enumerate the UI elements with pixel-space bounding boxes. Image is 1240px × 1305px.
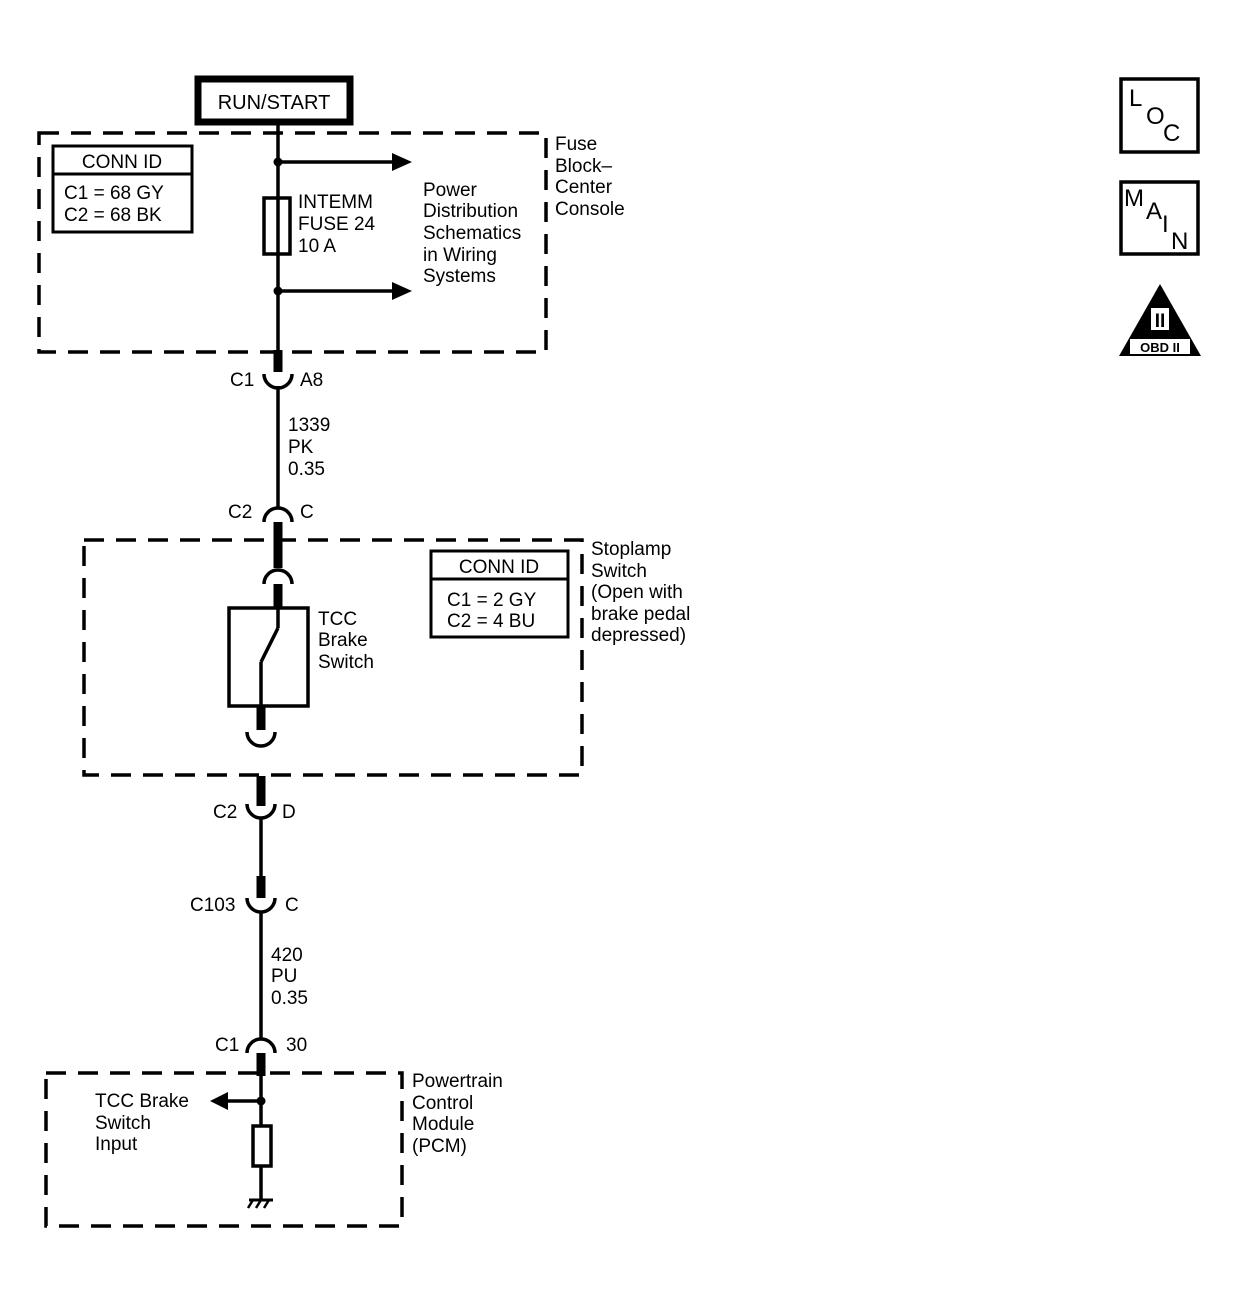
fuse-label: INTEMM FUSE 24 10 A (298, 192, 380, 257)
connector-c2-c-right: C (300, 502, 314, 523)
connector-c2-c-left: C2 (228, 502, 252, 523)
ground-symbol (246, 1198, 273, 1209)
fuse-block-name: Fuse Block– Center Console (555, 134, 625, 220)
pcm-input-arrow (210, 1092, 228, 1110)
main-icon[interactable]: M A I N (1119, 180, 1200, 256)
connector-c2-d-left: C2 (213, 802, 237, 823)
pcm-name: Powertrain Control Module (PCM) (412, 1071, 508, 1157)
connector-c1-a8-right: A8 (300, 370, 323, 391)
connector-c103-c-right: C (285, 895, 299, 916)
svg-text:I: I (1162, 211, 1169, 238)
svg-text:M: M (1124, 185, 1144, 212)
connector-c1-30-right: 30 (286, 1035, 307, 1056)
conn-id-title: CONN ID (82, 152, 162, 173)
connector-c103-c: C103 C (190, 895, 299, 916)
stoplamp-conn-id-title: CONN ID (459, 557, 539, 578)
run-start-source: RUN/START (194, 75, 354, 126)
wire-420-label: 420 PU 0.35 (271, 945, 308, 1009)
connector-c2-d: C2 D (213, 802, 296, 823)
switch-output-connector (245, 731, 277, 748)
stoplamp-switch-name: Stoplamp Switch (Open with brake pedal d… (591, 539, 696, 646)
power-distribution-reference: Power Distribution Schematics in Wiring … (423, 180, 526, 287)
svg-text:N: N (1171, 228, 1188, 255)
svg-text:II: II (1155, 311, 1166, 332)
svg-text:OBD II: OBD II (1140, 340, 1180, 355)
fuse-symbol (262, 196, 292, 256)
fuse-block-conn-id-table: CONN ID C1 = 68 GY C2 = 68 BK (51, 144, 194, 234)
connector-c1-a8-left: C1 (230, 370, 254, 391)
conn-id-c2: C2 = 68 BK (64, 205, 162, 226)
run-start-label: RUN/START (218, 92, 331, 114)
stoplamp-conn-id-c1: C1 = 2 GY (447, 590, 537, 611)
pcm-input-label: TCC Brake Switch Input (95, 1091, 194, 1155)
conn-id-c1: C1 = 68 GY (64, 183, 164, 204)
stoplamp-switch-outline (82, 538, 584, 777)
pcm-outline (44, 1071, 404, 1228)
svg-text:L: L (1129, 85, 1142, 112)
stoplamp-conn-id-table: CONN ID C1 = 2 GY C2 = 4 BU (429, 549, 570, 639)
wire-1339-label: 1339 PK 0.35 (288, 415, 336, 480)
fuse-block-outline (37, 131, 548, 354)
tcc-brake-switch (227, 606, 310, 708)
connector-c2-c: C2 C (228, 502, 314, 523)
svg-text:A: A (1146, 198, 1162, 225)
connector-c1-30-left: C1 (215, 1035, 239, 1056)
loc-icon[interactable]: L O C (1119, 77, 1200, 154)
svg-text:C: C (1163, 120, 1180, 147)
stoplamp-conn-id-c2: C2 = 4 BU (447, 611, 535, 632)
connector-c103-c-left: C103 (190, 895, 235, 916)
switch-input-connector (262, 568, 294, 585)
connector-c2-d-right: D (282, 802, 296, 823)
svg-text:O: O (1146, 103, 1165, 130)
connector-c1-30: C1 30 (215, 1035, 307, 1056)
power-distribution-arrows (273, 153, 412, 300)
tcc-brake-switch-label: TCC Brake Switch (318, 609, 374, 673)
obd-ii-icon[interactable]: II OBD II (1119, 284, 1201, 356)
pcm-resistor (251, 1124, 273, 1168)
